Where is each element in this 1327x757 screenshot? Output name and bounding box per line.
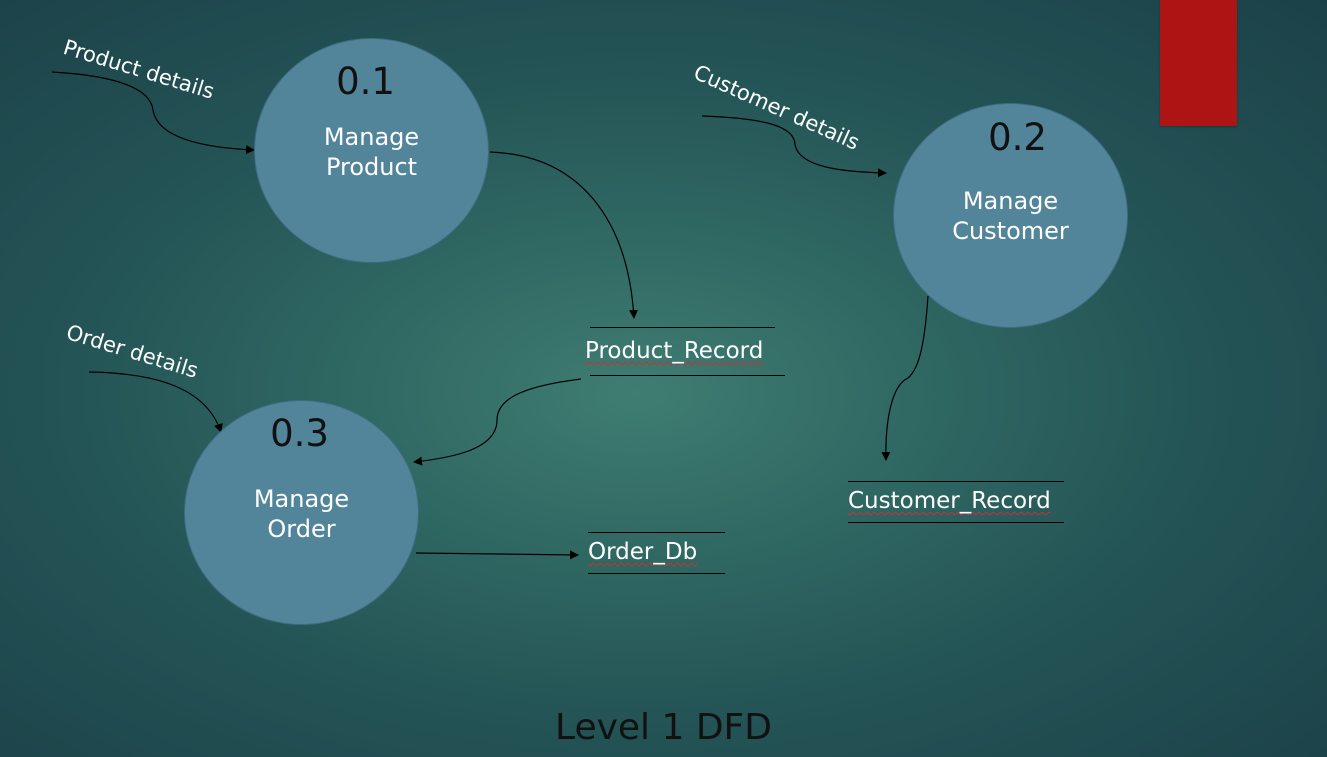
slide-title: Level 1 DFD: [555, 707, 772, 748]
process-name-line2: Order: [267, 515, 336, 543]
store-bottom-line: [588, 573, 725, 574]
store-label: Product_Record: [585, 338, 764, 364]
store-label: Customer_Record: [848, 488, 1051, 514]
flow-arrow-order-details: [88, 371, 223, 433]
process-name-line1: Manage: [323, 123, 420, 151]
process-manage-customer: 0.2 Manage Customer: [893, 103, 1128, 328]
data-store-order-db: Order_Db: [588, 532, 725, 576]
process-name-line1: Manage: [962, 187, 1059, 215]
store-bottom-line: [848, 522, 1064, 523]
process-number: 0.1: [336, 60, 395, 103]
store-top-line: [848, 481, 1064, 482]
process-manage-order: 0.3 Manage Order: [184, 400, 419, 625]
process-name-line2: Customer: [952, 217, 1069, 245]
store-top-line: [590, 327, 775, 328]
process-name-line2: Product: [325, 153, 418, 181]
data-store-product-record: Product_Record: [585, 327, 785, 377]
flow-arrow-order-to-db: [415, 550, 579, 560]
flow-arrow-customer-details: [701, 115, 887, 178]
process-number: 0.3: [270, 412, 329, 455]
flow-arrow-product-to-store: [489, 151, 638, 319]
store-label: Order_Db: [588, 539, 698, 565]
flow-arrow-customer-to-store: [881, 295, 929, 461]
flow-arrow-store-to-order: [413, 378, 582, 466]
process-name-line1: Manage: [253, 485, 350, 513]
process-number: 0.2: [988, 116, 1047, 159]
flow-arrow-product-details: [51, 71, 255, 155]
store-top-line: [588, 532, 725, 533]
red-accent-bar: [1160, 0, 1237, 126]
data-store-customer-record: Customer_Record: [848, 481, 1064, 525]
store-bottom-line: [590, 375, 785, 376]
process-manage-product: 0.1 Manage Product: [254, 38, 489, 263]
